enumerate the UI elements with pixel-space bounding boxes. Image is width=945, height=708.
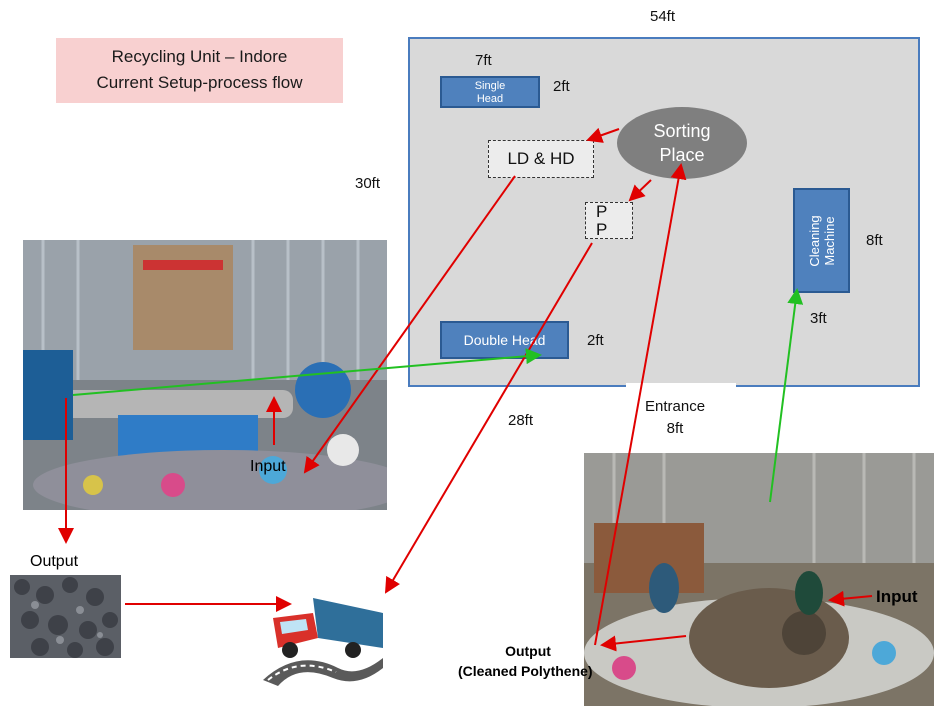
granules-photo <box>10 575 121 658</box>
output-left-label: Output <box>30 553 79 570</box>
cleaning-height: 8ft <box>866 232 883 249</box>
cleaning-machine-text: Cleaning Machine <box>807 215 837 266</box>
entrance-gap <box>626 383 736 389</box>
ld-hd-label: LD & HD <box>507 149 575 168</box>
granules-image <box>10 575 121 658</box>
single-head-label-2: Head <box>476 93 504 105</box>
pp-line-2: P <box>596 220 608 239</box>
plan-height-label: 30ft <box>355 175 381 192</box>
entrance-line-1: Entrance <box>645 398 706 415</box>
diagram-title: Recycling Unit – Indore Current Setup-pr… <box>56 38 343 103</box>
cleaning-label-2: Machine <box>821 215 837 266</box>
sorting-place: Sorting Place <box>617 107 747 179</box>
double-head-label: Double Head <box>463 332 546 348</box>
double-head-machine: Double Head <box>440 321 569 359</box>
output-right-line-2: (Cleaned Polythene) <box>458 663 593 679</box>
pp-line-1: P <box>596 202 608 221</box>
ld-hd-area: LD & HD <box>488 140 594 178</box>
pp-area: P P <box>585 202 633 239</box>
input-right-label: Input <box>876 587 918 606</box>
cleaning-label-1: Cleaning <box>806 214 822 267</box>
sorting-line-1: Sorting <box>653 121 711 141</box>
plan-bottom-label: 28ft <box>508 412 534 429</box>
output-right-label: Output (Cleaned Polythene) <box>458 641 708 681</box>
title-line-2: Current Setup-process flow <box>96 73 303 92</box>
extruder-photo <box>23 240 387 510</box>
truck-icon <box>258 588 388 688</box>
extruder-photo-image <box>23 240 387 510</box>
single-head-label-1: Single <box>474 80 506 92</box>
cleaning-machine: Cleaning Machine <box>793 188 850 293</box>
cleaning-width: 3ft <box>810 310 827 327</box>
output-right-line-1: Output <box>505 643 551 659</box>
title-line-1: Recycling Unit – Indore <box>111 47 288 66</box>
truck-icon-image <box>263 598 383 686</box>
entrance-label: Entrance 8ft <box>645 396 705 440</box>
single-head-machine: Single Head <box>440 76 540 108</box>
single-head-width: 7ft <box>475 52 492 69</box>
input-left-label: Input <box>250 458 286 475</box>
single-head-depth: 2ft <box>553 78 570 95</box>
plan-width-label: 54ft <box>650 8 676 25</box>
double-head-depth: 2ft <box>587 332 604 349</box>
entrance-line-2: 8ft <box>666 420 684 437</box>
sorting-line-2: Place <box>659 145 705 165</box>
